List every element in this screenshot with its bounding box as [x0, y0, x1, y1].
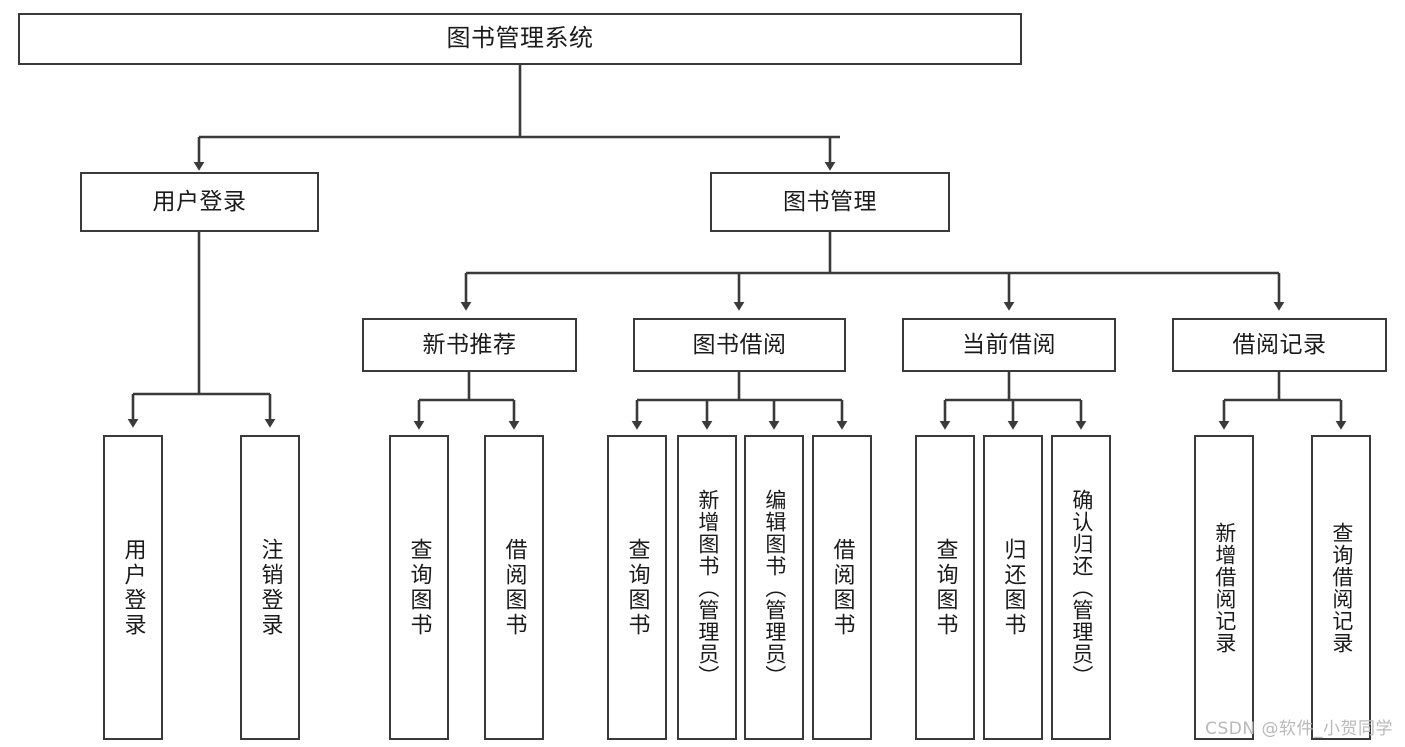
- node-current-borrow[interactable]: 当前借阅: [902, 318, 1116, 372]
- node-book-borrow-label: 图书借阅: [692, 331, 787, 358]
- leaf-add-record[interactable]: 新增借阅记录: [1194, 435, 1254, 740]
- leaf-add-record-label: 新增借阅记录: [1212, 521, 1237, 654]
- node-new-book-recommend-label: 新书推荐: [422, 331, 517, 358]
- node-root-label: 图书管理系统: [446, 24, 594, 53]
- node-current-borrow-label: 当前借阅: [962, 331, 1056, 358]
- leaf-query-book-1-label: 查询图书: [406, 537, 432, 638]
- leaf-edit-book-label: 编辑图书（管理员）: [762, 488, 787, 687]
- leaf-confirm-return-label: 确认归还（管理员）: [1069, 488, 1094, 687]
- leaf-return-book[interactable]: 归还图书: [983, 435, 1043, 740]
- leaf-confirm-return[interactable]: 确认归还（管理员）: [1051, 435, 1111, 740]
- node-book-manage-label: 图书管理: [783, 188, 877, 215]
- leaf-query-book-2[interactable]: 查询图书: [607, 435, 667, 740]
- leaf-edit-book[interactable]: 编辑图书（管理员）: [744, 435, 804, 740]
- leaf-user-logout[interactable]: 注销登录: [240, 435, 300, 740]
- leaf-return-book-label: 归还图书: [1000, 537, 1026, 638]
- leaf-query-book-2-label: 查询图书: [624, 537, 650, 638]
- node-book-borrow[interactable]: 图书借阅: [633, 318, 846, 372]
- node-borrow-record-label: 借阅记录: [1232, 331, 1327, 358]
- csdn-watermark: CSDN @软件_小贺同学: [1205, 719, 1393, 739]
- leaf-add-book[interactable]: 新增图书（管理员）: [677, 435, 737, 740]
- leaf-query-book-1[interactable]: 查询图书: [389, 435, 449, 740]
- leaf-borrow-book-2-label: 借阅图书: [829, 537, 855, 638]
- leaf-query-record[interactable]: 查询借阅记录: [1311, 435, 1371, 740]
- node-book-manage[interactable]: 图书管理: [710, 172, 950, 232]
- leaf-borrow-book-1-label: 借阅图书: [501, 537, 527, 638]
- node-borrow-record[interactable]: 借阅记录: [1172, 318, 1387, 372]
- leaf-add-book-label: 新增图书（管理员）: [695, 488, 720, 687]
- leaf-borrow-book-1[interactable]: 借阅图书: [484, 435, 544, 740]
- leaf-user-login[interactable]: 用户登录: [103, 435, 163, 740]
- leaf-query-record-label: 查询借阅记录: [1329, 521, 1354, 654]
- leaf-user-logout-label: 注销登录: [257, 537, 283, 638]
- node-user-login[interactable]: 用户登录: [80, 172, 319, 232]
- leaf-borrow-book-2[interactable]: 借阅图书: [812, 435, 872, 740]
- node-root[interactable]: 图书管理系统: [18, 13, 1022, 65]
- leaf-query-book-3[interactable]: 查询图书: [915, 435, 975, 740]
- leaf-user-login-label: 用户登录: [120, 537, 146, 638]
- node-user-login-label: 用户登录: [152, 188, 247, 215]
- leaf-query-book-3-label: 查询图书: [932, 537, 958, 638]
- node-new-book-recommend[interactable]: 新书推荐: [362, 318, 577, 372]
